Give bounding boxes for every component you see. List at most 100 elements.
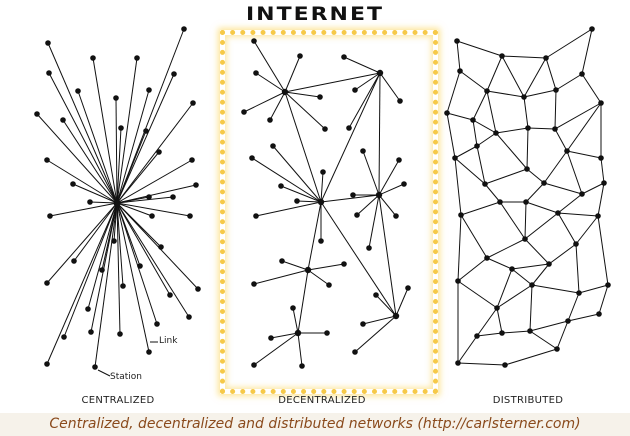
distributed-station xyxy=(541,180,547,186)
centralized-station xyxy=(146,194,152,200)
decentralized-station xyxy=(249,155,255,161)
distributed-link xyxy=(446,70,461,114)
decentralized-station xyxy=(373,292,379,298)
distributed-link xyxy=(531,284,580,294)
decentralized-station xyxy=(318,238,324,244)
distributed-link xyxy=(511,268,533,286)
decentralized-link xyxy=(375,294,397,317)
decentralized-station xyxy=(268,335,274,341)
distributed-link xyxy=(523,57,547,98)
distributed-link xyxy=(457,214,462,282)
distributed-link xyxy=(484,168,528,185)
decentralized-station xyxy=(350,192,356,198)
centralized-link xyxy=(116,202,153,217)
centralized-station xyxy=(71,258,77,264)
centralized-station xyxy=(195,286,201,292)
centralized-station xyxy=(186,314,192,320)
distributed-link xyxy=(501,330,531,334)
decentralized-link xyxy=(243,91,286,113)
centralized-station xyxy=(156,149,162,155)
distributed-station xyxy=(573,241,579,247)
distributed-link xyxy=(525,182,545,203)
distributed-link xyxy=(446,112,456,159)
decentralized-station xyxy=(317,94,323,100)
distributed-station xyxy=(565,318,571,324)
decentralized-link xyxy=(379,72,401,102)
decentralized-station xyxy=(354,212,360,218)
decentralized-station xyxy=(324,330,330,336)
decentralized-station xyxy=(253,213,259,219)
distributed-link xyxy=(557,193,583,214)
centralized-station xyxy=(137,263,143,269)
decentralized-station xyxy=(270,143,276,149)
distributed-link xyxy=(454,157,486,185)
distributed-station xyxy=(454,38,460,44)
centralized-link xyxy=(116,73,175,204)
centralized-station xyxy=(113,95,119,101)
distributed-link xyxy=(525,201,559,214)
decentralized-backbone-link xyxy=(307,201,322,271)
decentralized-station xyxy=(299,363,305,369)
decentralized-hub xyxy=(304,266,312,274)
distributed-link xyxy=(476,132,497,147)
distributed-link xyxy=(597,215,609,286)
distributed-link xyxy=(598,284,609,315)
distributed-link xyxy=(454,145,478,159)
distributed-link xyxy=(581,73,602,104)
distributed-link xyxy=(499,201,526,240)
centralized-station xyxy=(111,238,117,244)
distributed-link xyxy=(543,182,583,195)
centralized-station xyxy=(60,117,66,123)
distributed-link xyxy=(446,112,474,121)
distributed-link xyxy=(486,90,497,134)
distributed-link xyxy=(531,263,550,286)
decentralized-link xyxy=(320,171,324,203)
distributed-station xyxy=(595,213,601,219)
distributed-link xyxy=(476,145,486,185)
centralized-link xyxy=(46,202,118,365)
distributed-station xyxy=(523,199,529,205)
distributed-link xyxy=(557,212,599,217)
decentralized-link xyxy=(281,260,309,271)
station-pointer xyxy=(97,369,111,377)
distributed-station xyxy=(497,199,503,205)
decentralized-hub xyxy=(392,312,400,320)
distributed-link xyxy=(456,40,461,72)
centralized-link xyxy=(90,202,118,333)
distributed-station xyxy=(474,333,480,339)
centralized-link xyxy=(49,202,118,217)
decentralized-station xyxy=(360,321,366,327)
distributed-link xyxy=(457,335,478,364)
decentralized-link xyxy=(284,91,321,98)
decentralized-station xyxy=(397,98,403,104)
distributed-station xyxy=(499,330,505,336)
decentralized-link xyxy=(272,145,322,203)
centralized-link xyxy=(116,202,191,217)
distributed-link xyxy=(457,257,488,282)
distributed-station xyxy=(546,261,552,267)
link-annotation: Link xyxy=(159,336,178,346)
distributed-link xyxy=(457,280,498,309)
decentralized-link xyxy=(292,307,299,334)
internet-title: INTERNET xyxy=(245,3,385,26)
distributed-link xyxy=(486,238,526,259)
decentralized-label: DECENTRALIZED xyxy=(278,395,366,406)
centralized-link xyxy=(116,202,124,287)
centralized-hub xyxy=(113,199,121,207)
distributed-link xyxy=(504,348,558,366)
centralized-link xyxy=(116,202,150,353)
distributed-link xyxy=(545,28,593,59)
centralized-station xyxy=(118,125,124,131)
decentralized-link xyxy=(269,91,286,121)
decentralized-hub xyxy=(281,88,289,96)
centralized-link xyxy=(72,183,118,204)
decentralized-link xyxy=(297,332,303,367)
decentralized-station xyxy=(341,54,347,60)
distributed-link xyxy=(566,102,602,152)
decentralized-link xyxy=(253,40,286,93)
distributed-station xyxy=(579,71,585,77)
distributed-link xyxy=(486,90,525,98)
distributed-link xyxy=(472,119,497,134)
distributed-link xyxy=(597,182,605,217)
